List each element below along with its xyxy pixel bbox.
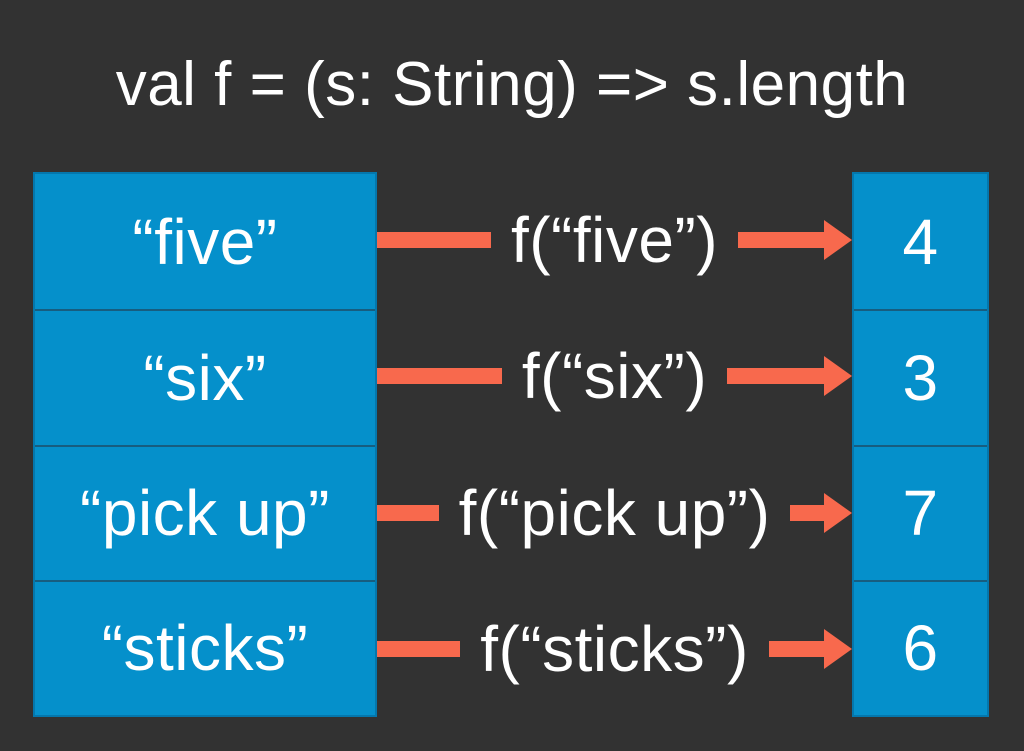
call-label: f(“sticks”) [480, 612, 749, 685]
input-label: “sticks” [101, 612, 309, 685]
input-cell: “pick up” [35, 444, 375, 580]
input-cell: “five” [35, 174, 375, 309]
connector-line [377, 232, 491, 249]
input-label: “five” [132, 205, 278, 278]
input-label: “six” [143, 341, 267, 414]
arrowhead-icon [824, 220, 852, 261]
right-arrow-icon [790, 492, 852, 533]
mapping-row: f(“sticks”) [377, 581, 852, 717]
arrowhead-icon [824, 628, 852, 669]
input-column: “five” “six” “pick up” “sticks” [33, 172, 377, 717]
mapping-row: f(“pick up”) [377, 445, 852, 581]
mapping-row: f(“five”) [377, 172, 852, 308]
right-arrow-icon [727, 356, 852, 397]
arrow-shaft [727, 368, 824, 385]
input-cell: “six” [35, 309, 375, 444]
right-arrow-icon [768, 628, 852, 669]
output-value: 4 [902, 205, 939, 278]
arrow-shaft [768, 640, 824, 657]
output-value: 7 [902, 477, 939, 550]
arrow-shaft [790, 504, 824, 521]
connector-line [377, 640, 461, 657]
call-label: f(“pick up”) [458, 476, 771, 549]
output-value: 3 [902, 341, 939, 414]
arrowhead-icon [824, 492, 852, 533]
right-arrow-icon [738, 220, 852, 261]
mapping-row: f(“six”) [377, 308, 852, 444]
slide-title: val f = (s: String) => s.length [115, 49, 909, 119]
call-label: f(“six”) [521, 340, 708, 413]
connector-line [377, 504, 439, 521]
output-cell: 7 [854, 444, 987, 580]
input-cell: “sticks” [35, 579, 375, 715]
input-label: “pick up” [80, 477, 330, 550]
call-label: f(“five”) [510, 204, 719, 277]
arrow-shaft [738, 232, 824, 249]
output-cell: 4 [854, 174, 987, 309]
output-column: 4 3 7 6 [852, 172, 989, 717]
output-cell: 3 [854, 309, 987, 444]
arrowhead-icon [824, 356, 852, 397]
output-cell: 6 [854, 579, 987, 715]
output-value: 6 [902, 612, 939, 685]
mapping-column: f(“five”) f(“six”) f(“pick up”) f(“ [377, 172, 852, 717]
connector-line [377, 368, 502, 385]
